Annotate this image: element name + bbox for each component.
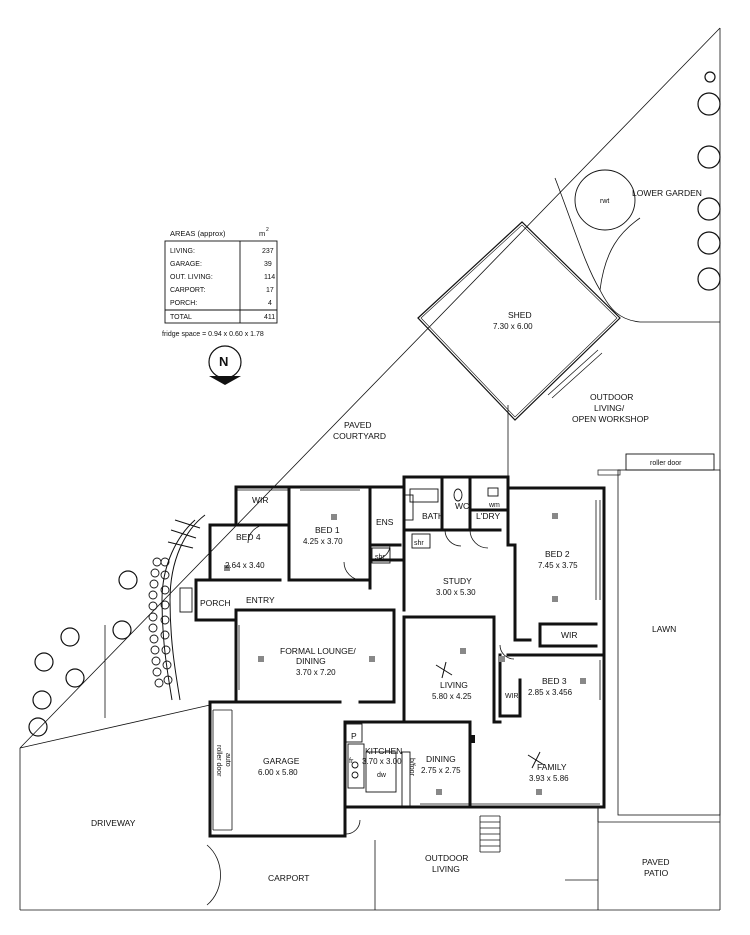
trees-right xyxy=(697,71,721,291)
shed-label: SHED xyxy=(508,310,532,320)
area-value-out-living: 114 xyxy=(264,274,275,281)
carport-label: CARPORT xyxy=(268,873,309,883)
wir-bed3-label: WIR xyxy=(505,693,519,700)
area-label-porch: PORCH: xyxy=(170,300,197,307)
wc-label: WC xyxy=(455,501,469,511)
outdoor-workshop-label-3: OPEN WORKSHOP xyxy=(572,414,649,424)
rainwater-tank: rwt xyxy=(574,169,636,231)
lawn-label: LAWN xyxy=(652,624,676,634)
light-points xyxy=(224,513,586,795)
door-swings xyxy=(206,524,515,906)
dishwasher-label: dw xyxy=(377,772,387,779)
areas-table: AREAS (approx) m 2 LIVING: 237 GARAGE: 3… xyxy=(162,227,278,338)
area-label-carport: CARPORT: xyxy=(170,287,205,294)
lounge-label-2: DINING xyxy=(296,656,326,666)
area-value-total: 411 xyxy=(264,314,275,321)
area-label-living: LIVING: xyxy=(170,248,195,255)
bath-label: BATH xyxy=(422,511,444,521)
house-walls xyxy=(194,475,606,838)
ens-label: ENS xyxy=(376,517,394,527)
areas-title: AREAS (approx) xyxy=(170,229,226,238)
fridge-label: fr xyxy=(349,758,354,765)
wm-label: wm xyxy=(488,502,500,509)
bed4-dim: 2.64 x 3.40 xyxy=(225,561,265,570)
area-label-total: TOTAL xyxy=(170,314,192,321)
garage-dim: 6.00 x 5.80 xyxy=(258,768,298,777)
outdoor-workshop-label-2: LIVING/ xyxy=(594,403,625,413)
lower-garden-label: LOWER GARDEN xyxy=(632,188,702,198)
bath-shr-label: shr xyxy=(414,540,424,547)
area-value-carport: 17 xyxy=(266,287,274,294)
bed3-label: BED 3 xyxy=(542,676,567,686)
windows xyxy=(212,489,601,831)
shed-dim: 7.30 x 6.00 xyxy=(493,322,533,331)
paved-courtyard-label-1: PAVED xyxy=(344,420,372,430)
paved-patio-label-2: PATIO xyxy=(644,868,669,878)
bed1-label: BED 1 xyxy=(315,525,340,535)
driveway-label: DRIVEWAY xyxy=(91,818,136,828)
wir-bed2-label: WIR xyxy=(561,630,578,640)
paved-courtyard-label-2: COURTYARD xyxy=(333,431,386,441)
family-label: FAMILY xyxy=(537,762,567,772)
room-labels: WIR BED 1 4.25 x 3.70 ENS shr BATH shr W… xyxy=(91,495,670,883)
fixtures xyxy=(179,487,499,807)
porch-label: PORCH xyxy=(200,598,231,608)
garden-edging xyxy=(148,514,206,701)
outdoor-living-label-1: OUTDOOR xyxy=(425,853,468,863)
living-dim: 5.80 x 4.25 xyxy=(432,692,472,701)
rwt-label: rwt xyxy=(600,198,609,205)
lounge-dim: 3.70 x 7.20 xyxy=(296,668,336,677)
kitchen-label: KITCHEN xyxy=(365,746,402,756)
bed4-label: BED 4 xyxy=(236,532,261,542)
roller-door-label: roller door xyxy=(650,460,682,467)
fridge-note: fridge space = 0.94 x 0.60 x 1.78 xyxy=(162,331,264,338)
areas-unit: m xyxy=(259,229,265,238)
garage-label: GARAGE xyxy=(263,756,300,766)
bed2-label: BED 2 xyxy=(545,549,570,559)
living-label: LIVING xyxy=(440,680,468,690)
area-label-out-living: OUT. LIVING: xyxy=(170,274,213,281)
bed1-dim: 4.25 x 3.70 xyxy=(303,537,343,546)
area-value-garage: 39 xyxy=(264,261,272,268)
study-dim: 3.00 x 5.30 xyxy=(436,588,476,597)
north-compass-icon: N xyxy=(208,345,242,385)
wir-bed1-label: WIR xyxy=(252,495,269,505)
area-value-porch: 4 xyxy=(268,300,272,307)
areas-unit-sup: 2 xyxy=(266,227,269,233)
outdoor-workshop-label-1: OUTDOOR xyxy=(590,392,633,402)
pantry-label: P xyxy=(351,731,357,741)
entry-label: ENTRY xyxy=(246,595,275,605)
roller-door-box: roller door xyxy=(597,453,721,816)
dining-dim: 2.75 x 2.75 xyxy=(421,766,461,775)
site-boundary xyxy=(19,27,721,911)
outdoor-living-label-2: LIVING xyxy=(432,864,460,874)
ens-shr-label: shr xyxy=(375,554,385,561)
paved-patio-label-1: PAVED xyxy=(642,857,670,867)
bfoor-label: b/foor xyxy=(408,758,415,777)
lounge-label-1: FORMAL LOUNGE/ xyxy=(280,646,356,656)
kitchen-dim: 3.70 x 3.00 xyxy=(362,757,402,766)
outdoor-steps xyxy=(479,815,501,853)
trees-left xyxy=(28,570,138,737)
study-label: STUDY xyxy=(443,576,472,586)
area-value-living: 237 xyxy=(262,248,274,255)
ceiling-fan-icon xyxy=(435,661,545,769)
auto-roller-label-1: auto xyxy=(224,753,231,767)
shed: SHED 7.30 x 6.00 xyxy=(417,221,621,421)
compass-letter: N xyxy=(219,354,228,369)
auto-roller-label-2: roller door xyxy=(215,745,222,777)
dining-label: DINING xyxy=(426,754,456,764)
family-dim: 3.93 x 5.86 xyxy=(529,774,569,783)
area-label-garage: GARAGE: xyxy=(170,261,202,268)
bed2-dim: 7.45 x 3.75 xyxy=(538,561,578,570)
bed3-dim: 2.85 x 3.456 xyxy=(528,688,573,697)
ldry-label: L'DRY xyxy=(476,511,500,521)
